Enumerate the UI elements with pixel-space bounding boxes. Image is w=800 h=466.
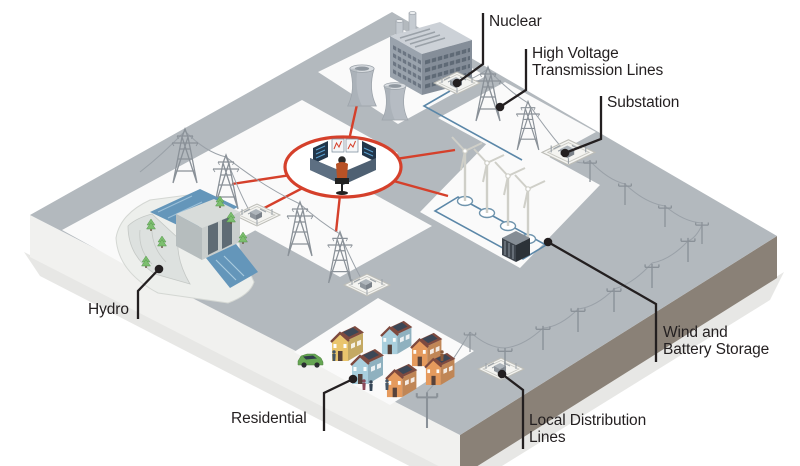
leader-hv: [499, 49, 528, 108]
person-icon: [369, 380, 373, 391]
car-window: [303, 355, 317, 360]
label-local-line2: Lines: [529, 429, 566, 446]
chair-base: [336, 191, 348, 195]
label-high-voltage-line1: High Voltage: [532, 45, 619, 62]
leader-dot: [495, 102, 505, 112]
leader-substation: [564, 96, 603, 155]
leader-residential: [322, 377, 354, 431]
leader-nuclear: [456, 13, 485, 84]
battery-side: [516, 238, 530, 262]
wind-collector-loop: [433, 196, 548, 260]
label-local-distribution: Local Distribution Lines: [529, 412, 646, 446]
label-substation: Substation: [607, 94, 680, 111]
powerhouse-front: [176, 214, 202, 260]
label-high-voltage: High Voltage Transmission Lines: [532, 45, 663, 79]
label-wind-line2: Battery Storage: [663, 341, 770, 358]
electric-car-icon: [297, 353, 324, 368]
label-wind-battery: Wind and Battery Storage: [663, 324, 769, 358]
car-wheel: [314, 362, 320, 368]
battery-slats: [504, 241, 514, 259]
person-icon: [385, 379, 389, 390]
leader-dot: [560, 148, 570, 158]
water-ripples: [157, 195, 203, 219]
plant-front-windows: [393, 44, 421, 89]
monitor-content: [363, 147, 374, 157]
label-nuclear: Nuclear: [489, 13, 542, 30]
operator-chair: [335, 178, 349, 184]
monitor-chart-red: [347, 140, 356, 150]
dam-wall: [127, 213, 191, 285]
operator-head: [338, 156, 346, 164]
feeder-nuclear-wind: [422, 90, 523, 161]
roof-vents: [399, 28, 446, 48]
platform-side-right: [460, 236, 777, 466]
monitor-icon: [362, 141, 376, 162]
leader-dot: [452, 78, 462, 88]
residential-neighborhood: [297, 319, 457, 399]
hydro-dam: [115, 189, 258, 304]
blue-feeders: [422, 90, 548, 260]
outflow-ripples: [215, 255, 245, 281]
operator-body: [336, 162, 348, 178]
person-icon: [440, 350, 444, 361]
control-desk-left: [310, 158, 343, 185]
label-wind-line1: Wind and: [663, 324, 728, 341]
label-hydro: Hydro: [88, 301, 129, 318]
monitor-chart-red: [333, 140, 342, 150]
patch-wind: [420, 130, 600, 268]
leader-local: [501, 373, 525, 449]
wind-farm: [450, 135, 547, 262]
battery-storage: [502, 231, 530, 262]
penstock-gate: [222, 216, 232, 249]
leader-dot: [348, 374, 358, 384]
person-icon: [332, 350, 336, 361]
label-high-voltage-line2: Transmission Lines: [532, 62, 664, 79]
leader-dots: [154, 78, 570, 384]
leader-hydro: [136, 268, 160, 319]
label-local-line1: Local Distribution: [529, 412, 647, 429]
outflow-water: [206, 244, 258, 288]
leader-dot: [497, 369, 507, 379]
grid-control-room: [283, 135, 403, 199]
leader-dot: [154, 264, 164, 274]
monitor-content: [315, 145, 326, 159]
penstock-gate: [208, 222, 218, 255]
leader-wind: [547, 241, 658, 362]
person-icon: [362, 379, 366, 390]
car-wheel: [301, 362, 307, 368]
label-leaders: [136, 13, 658, 449]
leader-dot: [543, 237, 553, 247]
label-residential: Residential: [231, 410, 307, 427]
